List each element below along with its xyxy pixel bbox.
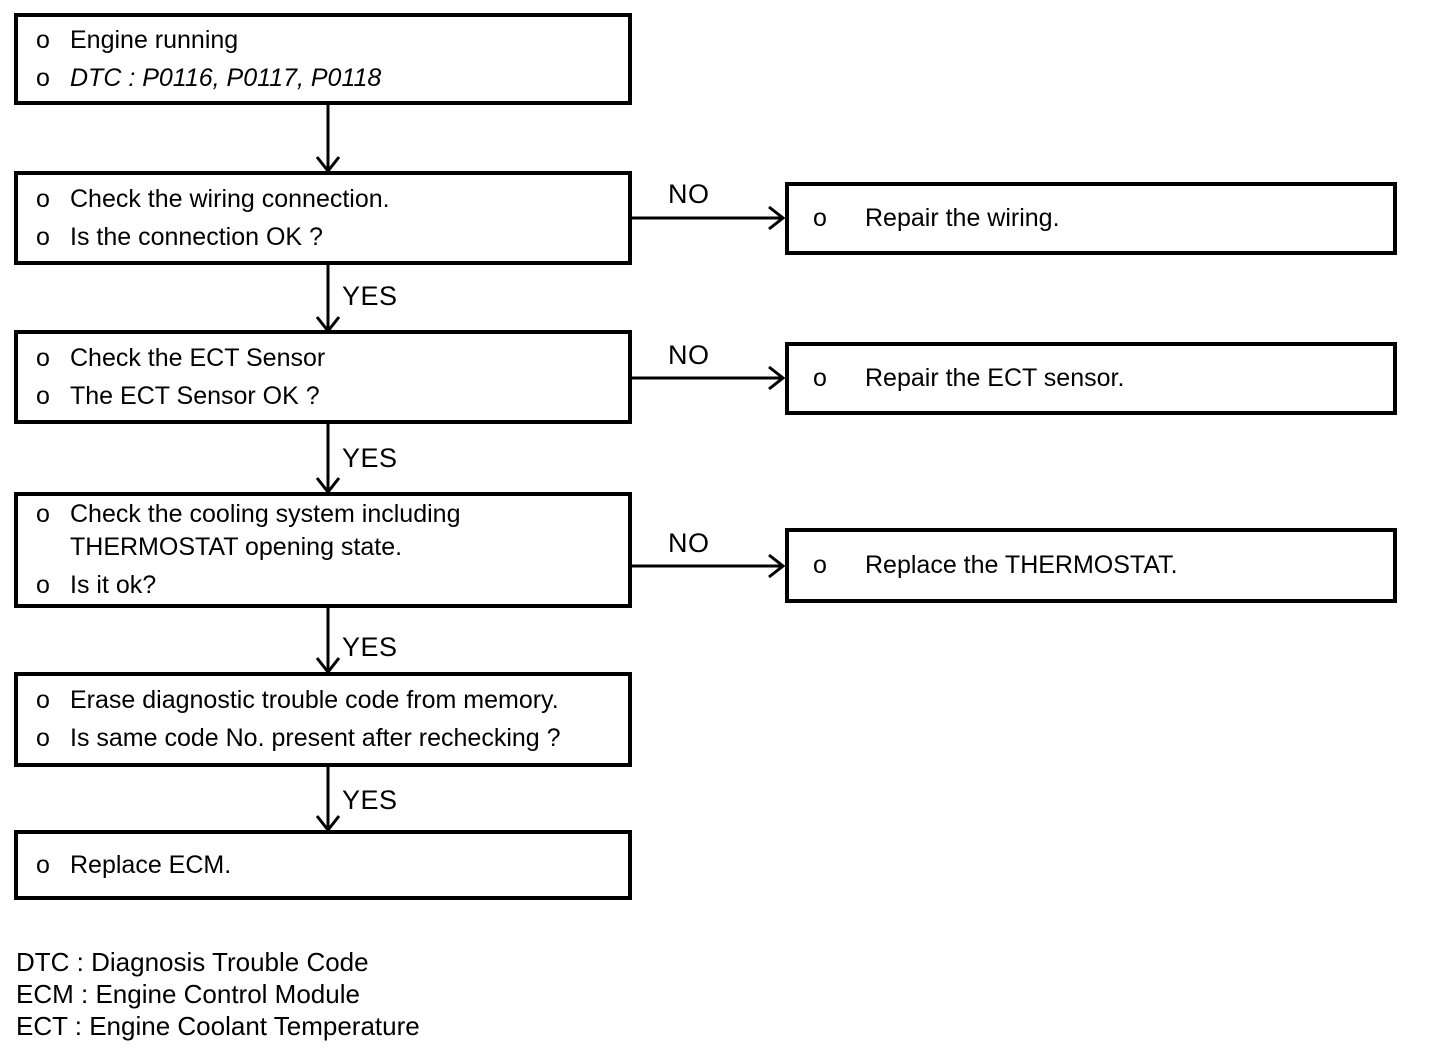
node-text: Engine running [70,25,239,54]
node-text: Is the connection OK ? [70,222,323,251]
arrow-down-2 [313,265,343,333]
flow-node-repair-wiring: o Repair the wiring. [785,182,1397,255]
yes-label-1: YES [342,281,398,311]
node-text: Repair the ECT sensor. [865,364,1125,392]
bullet-marker: o [813,204,827,232]
flow-node-replace-ecm: o Replace ECM. [14,830,632,900]
arrow-down-5 [313,767,343,832]
node-text: Replace ECM. [70,850,232,879]
bullet-marker: o [36,63,50,92]
legend-line-dtc: DTC : Diagnosis Trouble Code [16,947,369,977]
node-text: Check the wiring connection. [70,184,390,213]
flow-node-repair-ect-sensor: o Repair the ECT sensor. [785,342,1397,415]
arrow-down-1 [313,105,343,173]
no-branch-arrow-3 [632,551,787,581]
bullet-marker: o [36,850,50,879]
node-text: Check the ECT Sensor [70,343,326,372]
node-text: Repair the wiring. [865,204,1060,232]
no-label-2: NO [668,340,710,370]
bullet-marker: o [36,500,50,528]
node-line: o Check the wiring connection. [36,183,614,216]
no-label-1: NO [668,179,710,209]
node-line: o The ECT Sensor OK ? [36,380,614,413]
node-text: The ECT Sensor OK ? [70,381,320,410]
bullet-marker: o [813,551,827,579]
abbreviation-legend: DTC : Diagnosis Trouble Code ECM : Engin… [16,946,420,1042]
bullet-marker: o [36,184,50,213]
yes-label-3: YES [342,632,398,662]
bullet-marker: o [36,686,50,714]
node-text: Erase diagnostic trouble code from memor… [70,686,559,714]
bullet-marker: o [36,571,50,599]
flow-node-erase-code: o Erase diagnostic trouble code from mem… [14,672,632,767]
yes-label-4: YES [342,785,398,815]
flow-node-check-ect-sensor: o Check the ECT Sensor o The ECT Sensor … [14,330,632,424]
node-line: o Replace the THERMOSTAT. [807,549,1379,582]
flow-node-check-cooling-system: o Check the cooling system including THE… [14,492,632,608]
node-line: o Check the cooling system including THE… [36,498,614,564]
node-line: o Check the ECT Sensor [36,342,614,375]
legend-line-ecm: ECM : Engine Control Module [16,979,360,1009]
node-line: o Is the connection OK ? [36,221,614,254]
node-line: o Repair the ECT sensor. [807,362,1379,395]
bullet-marker: o [36,381,50,410]
arrow-down-4 [313,608,343,674]
flow-node-start: o Engine running o DTC : P0116, P0117, P… [14,13,632,105]
bullet-marker: o [36,343,50,372]
node-text: DTC : P0116, P0117, P0118 [70,63,382,92]
arrow-down-3 [313,424,343,494]
node-text: Replace the THERMOSTAT. [865,551,1178,579]
bullet-marker: o [813,364,827,392]
bullet-marker: o [36,724,50,752]
node-line: o Engine running [36,24,614,57]
node-text: Is it ok? [70,571,157,599]
no-branch-arrow-1 [632,203,787,233]
node-line: o Is same code No. present after recheck… [36,722,614,755]
node-line: o Is it ok? [36,569,614,602]
node-line: o DTC : P0116, P0117, P0118 [36,62,614,95]
bullet-marker: o [36,25,50,54]
legend-line-ect: ECT : Engine Coolant Temperature [16,1011,420,1041]
node-line: o Replace ECM. [36,849,614,882]
node-text: Check the cooling system including THERM… [70,500,461,561]
node-line: o Repair the wiring. [807,202,1379,235]
node-text: Is same code No. present after recheckin… [70,724,561,752]
no-label-3: NO [668,528,710,558]
flow-node-replace-thermostat: o Replace the THERMOSTAT. [785,528,1397,603]
flow-node-check-wiring: o Check the wiring connection. o Is the … [14,171,632,265]
no-branch-arrow-2 [632,363,787,393]
bullet-marker: o [36,222,50,251]
node-line: o Erase diagnostic trouble code from mem… [36,684,614,717]
yes-label-2: YES [342,443,398,473]
